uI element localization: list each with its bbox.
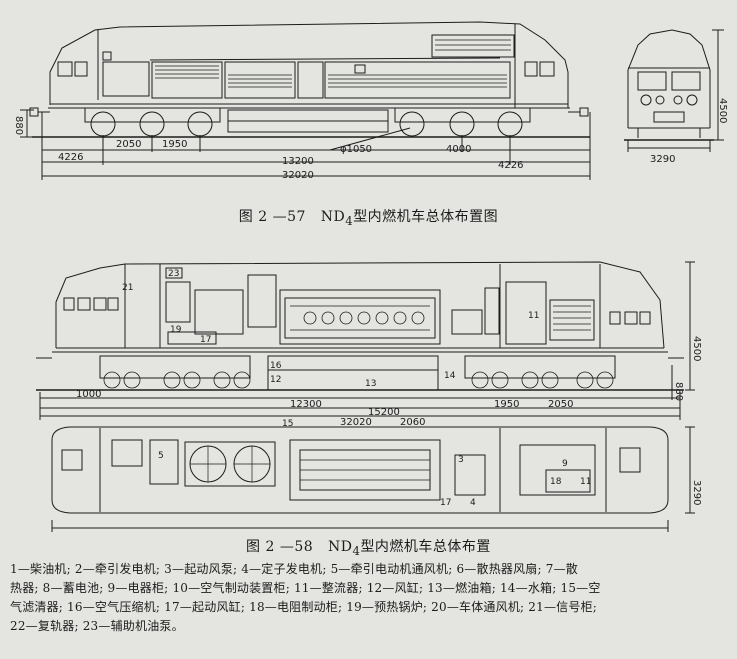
part-label: 11 bbox=[580, 477, 591, 487]
dim-12300: 12300 bbox=[290, 399, 322, 410]
part-label: 11 bbox=[528, 311, 539, 321]
caption-title: 型内燃机车总体布置 bbox=[360, 539, 491, 555]
dim-880-b: 880 bbox=[673, 382, 684, 401]
part-label: 21 bbox=[122, 283, 133, 293]
legend-line: 1—柴油机; 2—牵引发电机; 3—起动风泵; 4—定子发电机; 5—牵引电动机… bbox=[10, 562, 578, 576]
dim-2050-b: 2050 bbox=[548, 399, 573, 410]
dim-2060: 2060 bbox=[400, 417, 425, 428]
legend-line: 气滤清器; 16—空气压缩机; 17—起动风缸; 18—电阻制动柜; 19—预热… bbox=[10, 600, 598, 614]
part-label: 19 bbox=[170, 325, 182, 335]
fig58-part-labels: 21 23 19 11 17 16 12 13 14 15 5 9 18 11 … bbox=[122, 269, 591, 508]
dim-4000: 4000 bbox=[446, 144, 471, 155]
fig58-caption: 图 2 —58 ND4型内燃机车总体布置 bbox=[0, 536, 737, 558]
legend-line: 22—复轨器; 23—辅助机油泵。 bbox=[10, 619, 184, 633]
dim-2050: 2050 bbox=[116, 139, 141, 150]
dim-32020: 32020 bbox=[282, 170, 314, 181]
dim-1950-b: 1950 bbox=[494, 399, 519, 410]
fig57-end-view bbox=[624, 29, 724, 152]
fig57-side-view bbox=[20, 21, 591, 180]
fig57-dimension-labels: 2050 1950 4226 13200 32020 φ1050 4000 42… bbox=[13, 98, 728, 181]
part-label: 13 bbox=[365, 379, 376, 389]
dim-4226-left: 4226 bbox=[58, 152, 83, 163]
dim-1000: 1000 bbox=[76, 389, 101, 400]
dim-880: 880 bbox=[13, 116, 24, 135]
part-label: 16 bbox=[270, 361, 282, 371]
caption-title: 型内燃机车总体布置图 bbox=[353, 209, 499, 225]
part-label: 17 bbox=[200, 335, 211, 345]
caption-model: ND bbox=[328, 539, 353, 555]
fig58-dimension-labels: 4500 880 3290 1000 12300 1950 2050 32020… bbox=[76, 336, 702, 505]
dim-13200: 13200 bbox=[282, 156, 314, 167]
dim-3290: 3290 bbox=[650, 154, 675, 165]
fig58-side-section bbox=[36, 261, 695, 420]
fig57-caption: 图 2 —57 ND4型内燃机车总体布置图 bbox=[0, 206, 737, 228]
dim-32020-b: 32020 bbox=[340, 417, 372, 428]
caption-subscript: 4 bbox=[345, 213, 354, 228]
dim-4500-b: 4500 bbox=[691, 336, 702, 361]
dim-15200: 15200 bbox=[368, 407, 400, 418]
dim-4226-right: 4226 bbox=[498, 160, 523, 171]
part-label: 15 bbox=[282, 419, 293, 429]
dim-phi1050: φ1050 bbox=[340, 144, 372, 155]
fig58-plan-view bbox=[51, 426, 695, 532]
part-label: 14 bbox=[444, 371, 456, 381]
dim-3290-b: 3290 bbox=[691, 480, 702, 505]
part-label: 9 bbox=[562, 459, 568, 469]
caption-model: ND bbox=[320, 209, 346, 225]
part-label: 12 bbox=[270, 375, 281, 385]
dim-4500: 4500 bbox=[717, 98, 728, 123]
part-label: 5 bbox=[158, 451, 164, 461]
part-label: 23 bbox=[168, 269, 179, 279]
caption-subscript: 4 bbox=[352, 543, 361, 558]
part-label: 4 bbox=[470, 498, 476, 508]
dim-1950: 1950 bbox=[162, 139, 187, 150]
part-label: 3 bbox=[458, 455, 464, 465]
caption-figure-number: 图 2 —57 bbox=[238, 209, 306, 225]
parts-legend: 1—柴油机; 2—牵引发电机; 3—起动风泵; 4—定子发电机; 5—牵引电动机… bbox=[10, 560, 728, 636]
part-label: 18 bbox=[550, 477, 562, 487]
legend-line: 热器; 8—蓄电池; 9—电器柜; 10—空气制动装置柜; 11—整流器; 12… bbox=[10, 581, 601, 595]
caption-figure-number: 图 2 —58 bbox=[246, 539, 314, 555]
part-label: 17 bbox=[440, 498, 451, 508]
